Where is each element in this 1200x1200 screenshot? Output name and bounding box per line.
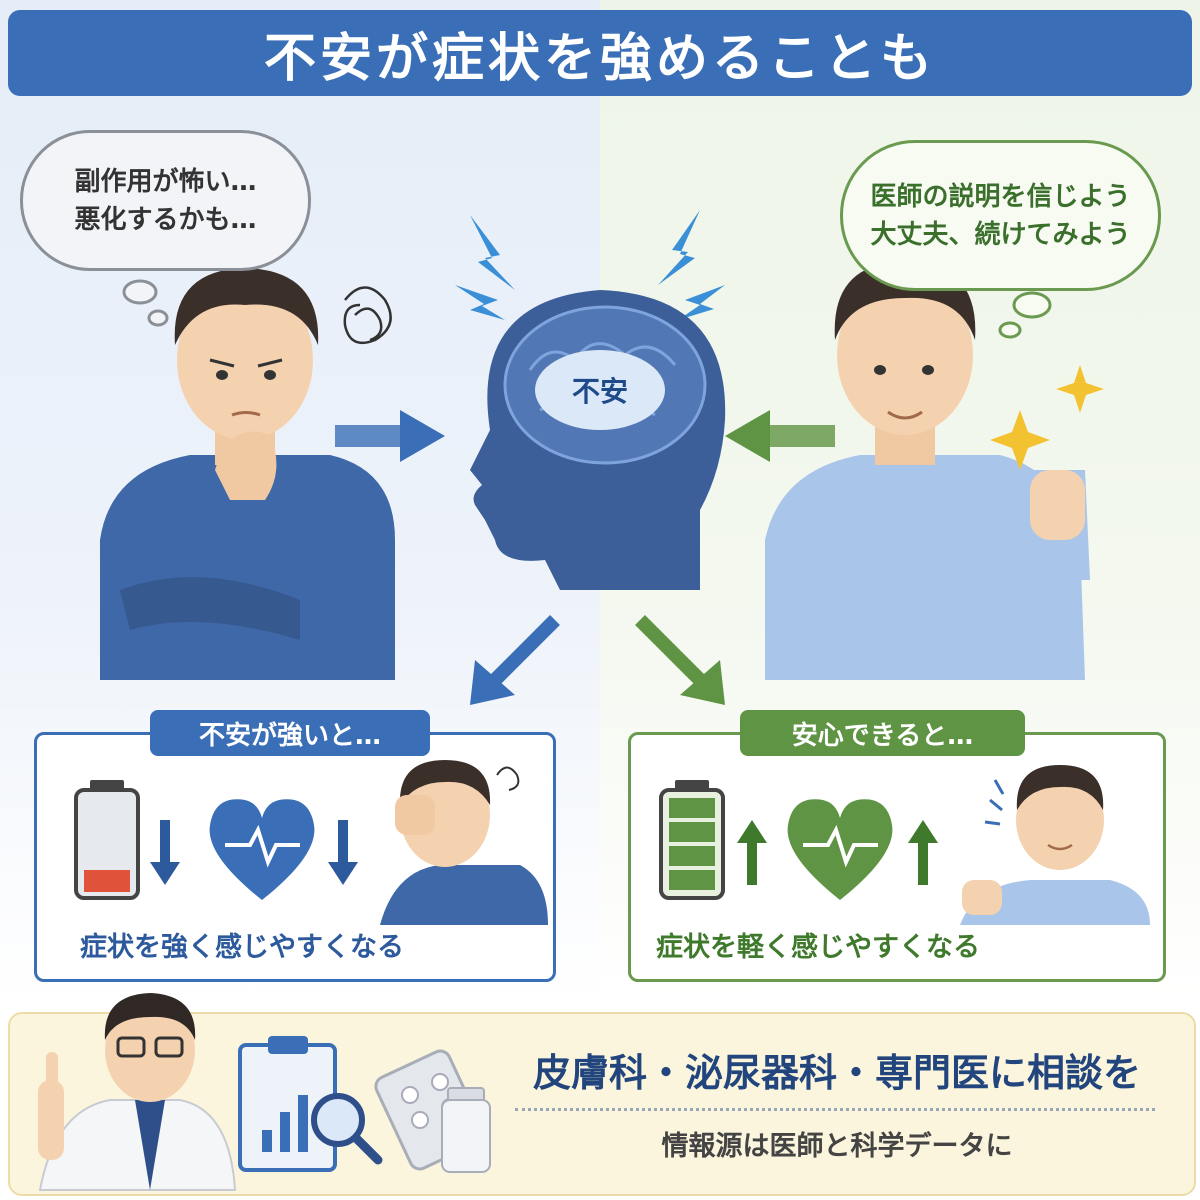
advice-divider [515,1108,1155,1111]
heart-pulse-icon-green [787,799,893,900]
reassured-man-illustration [765,262,1104,680]
clipboard-chart-icon [238,1036,337,1172]
thought-reassured-line-2: 大丈夫、続けてみよう [870,219,1131,250]
thought-reassured-line-1: 医師の説明を信じよう [870,181,1131,212]
heart-pulse-icon [209,799,315,900]
arrow-up-icon-2 [908,820,938,885]
head-brain-illustration [470,290,726,590]
arrow-down-icon [150,820,180,885]
page-title: 不安が症状を強めることも [263,28,936,89]
medicine-bottle-icon [441,1087,491,1173]
battery-full-icon [659,780,725,900]
advice-sub-text: 情報源は医師と科学データに [661,1131,1013,1162]
confident-man-illustration [960,765,1150,925]
arrow-down-right-green [635,615,725,705]
anxious-panel-caption: 症状を強く感じやすくなる [80,932,404,963]
reassured-panel-caption: 症状を軽く感じやすくなる [656,932,980,963]
doctor-illustration [38,993,237,1191]
arrow-left-green [725,410,835,462]
brain-label: 不安 [571,375,628,408]
magnifier-icon [311,1093,383,1165]
reassured-panel-label: 安心できると… [740,710,1025,756]
thought-anxious-line-2: 悪化するかも… [74,204,257,235]
thought-bubble-tail-right [998,291,1052,339]
lightning-icons [455,210,725,320]
arrow-down-left-blue [470,615,560,705]
headache-man-illustration [380,760,548,925]
thought-anxious-line-1: 副作用が怖い… [74,166,257,197]
arrow-up-icon [737,820,767,885]
arrow-right-blue [335,410,445,462]
thought-bubble-reassured: 医師の説明を信じよう 大丈夫、続けてみよう [840,140,1161,291]
arrow-down-icon-2 [328,820,358,885]
thought-bubble-tail-left [122,279,169,327]
anxious-panel-label: 不安が強いと… [150,710,430,756]
advice-main-text: 皮膚科・泌尿器科・専門医に相談を [532,1051,1141,1095]
anxious-man-illustration [100,268,395,680]
battery-low-icon [74,780,140,900]
thought-bubble-anxious: 副作用が怖い… 悪化するかも… [20,130,311,271]
title-bar: 不安が症状を強めることも [8,10,1192,96]
